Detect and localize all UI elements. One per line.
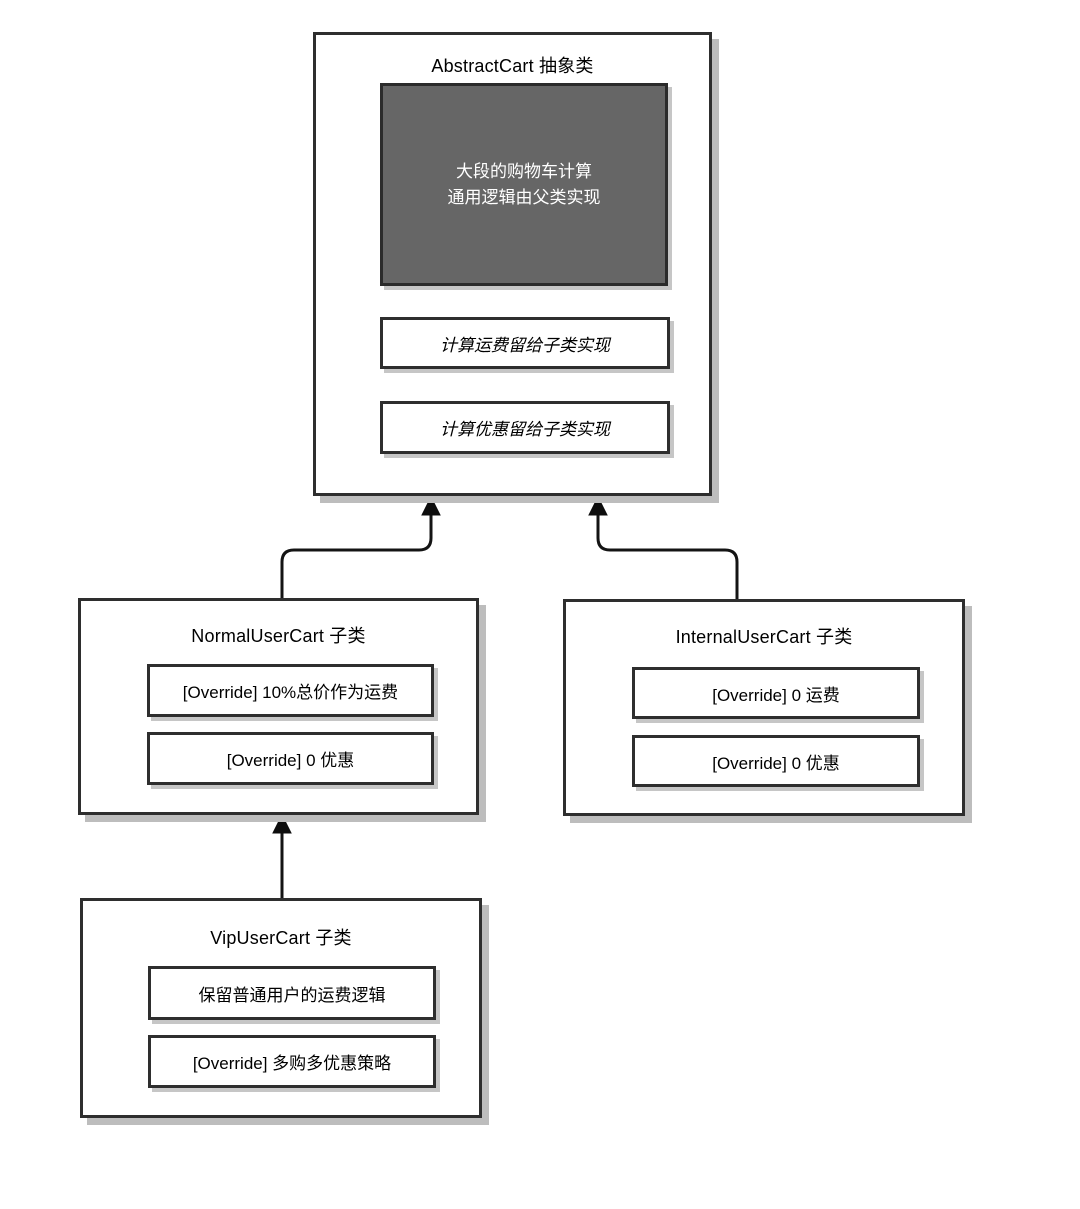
abstract-cart-title: AbstractCart 抽象类: [431, 56, 594, 76]
core-logic-line-2: 通用逻辑由父类实现: [447, 187, 601, 207]
abstract-method-shipping: 计算运费留给子类实现: [380, 317, 670, 369]
class-box-abstract-cart: AbstractCart 抽象类 大段的购物车计算 通用逻辑由父类实现 计算运费…: [313, 32, 712, 496]
internal-method-discount: [Override] 0 优惠: [632, 735, 920, 787]
vip-method-discount: [Override] 多购多优惠策略: [148, 1035, 436, 1088]
class-box-normal-user-cart: NormalUserCart 子类 [Override] 10%总价作为运费 […: [78, 598, 479, 815]
abstract-method-discount: 计算优惠留给子类实现: [380, 401, 670, 454]
class-box-internal-user-cart: InternalUserCart 子类 [Override] 0 运费 [Ove…: [563, 599, 965, 816]
normal-user-cart-title: NormalUserCart 子类: [191, 626, 366, 646]
core-logic-line-1: 大段的购物车计算: [456, 161, 592, 181]
arrowhead-internal-to-abstract-icon: [588, 495, 608, 516]
normal-method-shipping: [Override] 10%总价作为运费: [147, 664, 434, 717]
class-box-vip-user-cart: VipUserCart 子类 保留普通用户的运费逻辑 [Override] 多购…: [80, 898, 482, 1118]
vip-method-shipping: 保留普通用户的运费逻辑: [148, 966, 436, 1020]
normal-method-discount: [Override] 0 优惠: [147, 732, 434, 785]
abstract-cart-core-logic-block: 大段的购物车计算 通用逻辑由父类实现: [380, 83, 668, 286]
internal-user-cart-title: InternalUserCart 子类: [675, 627, 853, 647]
internal-method-shipping: [Override] 0 运费: [632, 667, 920, 719]
arrowhead-normal-to-abstract-icon: [421, 495, 441, 516]
connector-internal-to-abstract: [596, 513, 739, 599]
arrowhead-vip-to-normal-icon: [272, 813, 292, 834]
connector-normal-to-abstract: [280, 513, 433, 598]
vip-user-cart-title: VipUserCart 子类: [210, 928, 352, 948]
